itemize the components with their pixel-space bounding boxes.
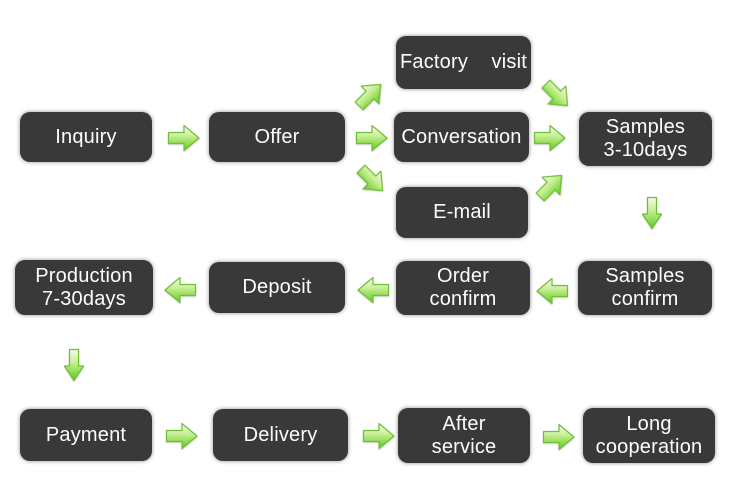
node-payment: Payment: [20, 409, 152, 461]
arrow-email-to-samples: [528, 163, 573, 208]
node-email-label: E-mail: [433, 201, 491, 223]
node-delivery-label: Delivery: [243, 423, 318, 446]
arrow-inquiry-to-offer: [167, 123, 201, 153]
arrow-delivery-to-after-service: [362, 421, 396, 451]
arrow-conversation-to-samples: [533, 123, 567, 153]
arrow-samples-confirm-to-order-confirm: [535, 276, 569, 306]
node-payment-label: Payment: [45, 423, 127, 446]
node-production-label: Production 7-30days: [35, 264, 133, 310]
node-delivery: Delivery: [213, 409, 348, 461]
node-conversation-label: Conversation: [401, 125, 522, 148]
arrow-samples-to-samples-confirm: [641, 196, 663, 230]
node-email: E-mail: [396, 187, 528, 238]
node-conversation: Conversation: [394, 112, 529, 162]
node-long-cooperation-label: Long cooperation: [595, 412, 703, 458]
arrow-after-service-to-long-cooperation: [542, 422, 576, 452]
node-order-confirm: Order confirm: [396, 261, 530, 315]
arrow-order-confirm-to-deposit: [356, 275, 390, 305]
node-inquiry-label: Inquiry: [55, 125, 117, 148]
node-samples: Samples 3-10days: [579, 112, 712, 166]
node-offer-label: Offer: [254, 125, 300, 148]
arrow-factory-visit-to-samples: [534, 72, 579, 117]
node-deposit-label: Deposit: [242, 276, 312, 298]
node-order-confirm-label: Order confirm: [429, 265, 497, 310]
arrow-production-to-payment: [63, 348, 85, 382]
node-offer: Offer: [209, 112, 345, 162]
arrow-offer-to-conversation: [355, 123, 389, 153]
node-after-service: After service: [398, 408, 530, 463]
arrow-offer-to-email: [349, 157, 394, 202]
node-deposit: Deposit: [209, 262, 345, 313]
arrow-deposit-to-production: [163, 275, 197, 305]
node-factory-visit-label: Factory visit: [399, 51, 528, 73]
node-after-service-label: After service: [431, 412, 497, 458]
arrow-payment-to-delivery: [165, 421, 199, 451]
node-samples-confirm-label: Samples confirm: [605, 265, 685, 310]
node-samples-confirm: Samples confirm: [578, 261, 712, 315]
node-long-cooperation: Long cooperation: [583, 408, 715, 463]
node-inquiry: Inquiry: [20, 112, 152, 162]
node-samples-label: Samples 3-10days: [603, 116, 688, 161]
arrow-offer-to-factory-visit: [347, 72, 392, 117]
node-factory-visit: Factory visit: [396, 36, 531, 89]
node-production: Production 7-30days: [15, 260, 153, 315]
